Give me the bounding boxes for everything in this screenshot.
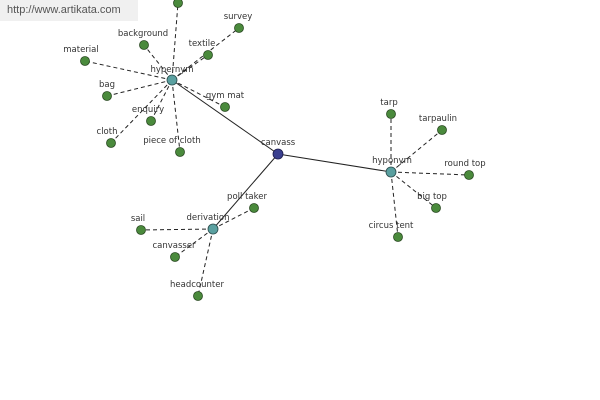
node-label-tarpaulin: tarpaulin <box>419 114 457 124</box>
leaf-node-sail[interactable] <box>136 225 146 235</box>
node-label-gym-mat: gym mat <box>206 91 245 101</box>
site-url-label[interactable]: http://www.artikata.com <box>0 0 138 21</box>
edge-derivation-headcounter <box>197 228 214 297</box>
node-label-hyponym: hyponym <box>372 156 412 166</box>
edge-hyponym-circus-tent <box>390 171 399 238</box>
node-label-derivation: derivation <box>186 213 229 223</box>
edge-hypernym-background <box>143 44 173 81</box>
leaf-node-enquiry[interactable] <box>146 116 156 126</box>
leaf-node-top-cut[interactable] <box>173 0 183 8</box>
relation-node-hypernym[interactable] <box>166 74 178 86</box>
edge-canvass-hypernym <box>171 79 279 155</box>
edge-hypernym-textile <box>171 54 209 81</box>
leaf-node-survey[interactable] <box>234 23 244 33</box>
leaf-node-tarp[interactable] <box>386 109 396 119</box>
edge-hypernym-bag <box>106 79 173 97</box>
leaf-node-tarpaulin[interactable] <box>437 125 447 135</box>
labels-layer: canvass hypernym hyponym derivation survey ba… <box>63 12 485 290</box>
leaf-node-round-top[interactable] <box>464 170 474 180</box>
edge-hyponym-big-top <box>390 171 437 209</box>
leaf-node-big-top[interactable] <box>431 203 441 213</box>
leaf-node-cloth[interactable] <box>106 138 116 148</box>
edge-canvass-derivation <box>212 153 279 230</box>
root-node-canvass[interactable] <box>272 148 284 160</box>
edge-hypernym-piece-of-cloth <box>171 79 181 153</box>
relation-node-derivation[interactable] <box>207 223 219 235</box>
node-label-material: material <box>63 45 98 55</box>
leaf-node-canvasser[interactable] <box>170 252 180 262</box>
node-label-piece-of-cloth: piece of cloth <box>143 136 200 146</box>
node-label-enquiry: enquiry <box>132 105 164 115</box>
edge-derivation-sail <box>140 228 214 231</box>
leaf-node-textile[interactable] <box>203 50 213 60</box>
edge-derivation-poll-taker <box>212 207 255 230</box>
edge-hyponym-round-top <box>390 171 470 176</box>
leaf-node-background[interactable] <box>139 40 149 50</box>
node-label-hypernym: hypernym <box>150 65 193 75</box>
node-label-textile: textile <box>189 39 216 49</box>
leaf-node-headcounter[interactable] <box>193 291 203 301</box>
edge-derivation-canvasser <box>174 228 214 258</box>
leaf-node-piece-of-cloth[interactable] <box>175 147 185 157</box>
node-label-sail: sail <box>131 214 145 224</box>
node-label-headcounter: headcounter <box>170 280 224 290</box>
edge-hypernym-cloth <box>110 79 173 144</box>
node-label-canvass: canvass <box>261 138 296 148</box>
node-label-tarp: tarp <box>380 98 397 108</box>
node-label-poll-taker: poll taker <box>227 192 267 202</box>
edge-canvass-hyponym <box>277 153 392 173</box>
edge-hypernym-top-cut <box>171 2 179 81</box>
node-label-round-top: round top <box>444 159 485 169</box>
node-label-bag: bag <box>99 80 115 90</box>
edges-layer <box>84 2 470 297</box>
leaf-node-poll-taker[interactable] <box>249 203 259 213</box>
edge-hypernym-material <box>84 60 173 81</box>
relation-node-hyponym[interactable] <box>385 166 397 178</box>
node-label-cloth: cloth <box>97 127 118 137</box>
node-label-background: background <box>118 29 168 39</box>
leaf-node-bag[interactable] <box>102 91 112 101</box>
leaf-node-gym-mat[interactable] <box>220 102 230 112</box>
edge-hypernym-enquiry <box>150 79 173 122</box>
node-label-canvasser: canvasser <box>152 241 196 251</box>
node-label-circus-tent: circus tent <box>369 221 414 231</box>
leaf-node-material[interactable] <box>80 56 90 66</box>
leaf-node-circus-tent[interactable] <box>393 232 403 242</box>
edge-hypernym-gym-mat <box>171 79 226 108</box>
node-label-big-top: big top <box>417 192 447 202</box>
node-label-survey: survey <box>224 12 253 22</box>
nodes-layer <box>80 0 474 301</box>
